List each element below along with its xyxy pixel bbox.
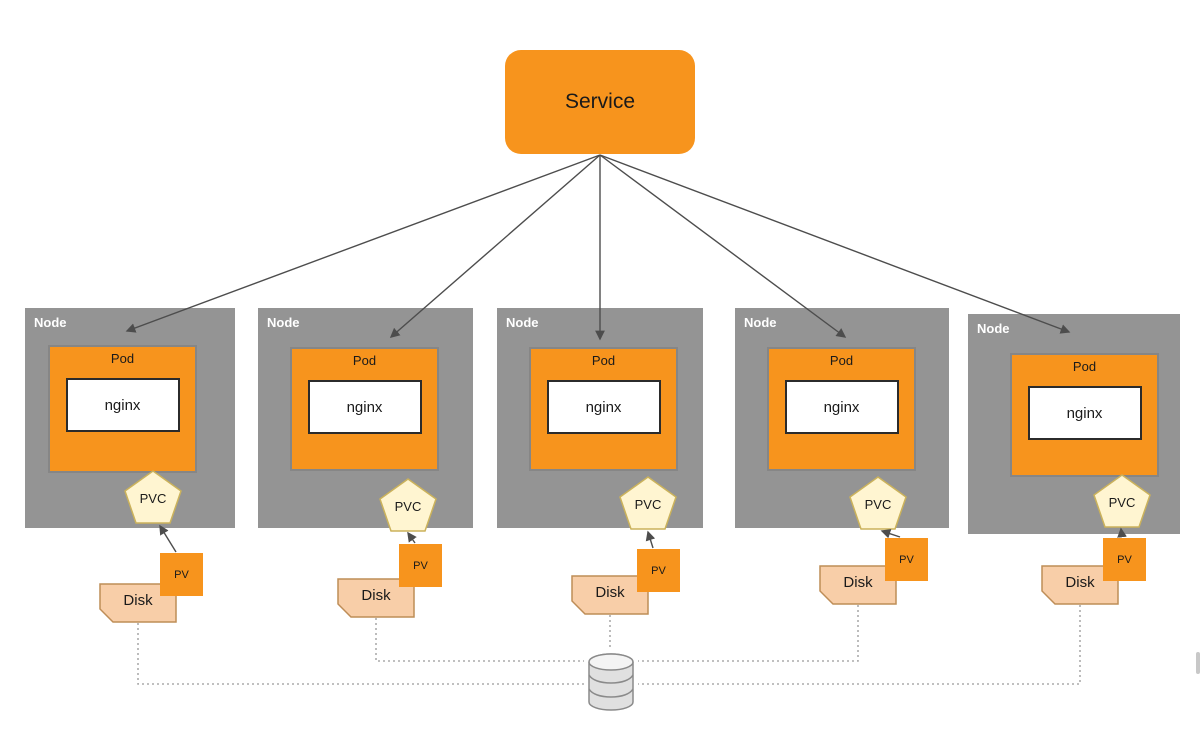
pod-box-1: Pod nginx <box>48 345 197 473</box>
disk-shape-3: Disk <box>571 575 649 615</box>
pentagon-icon <box>124 470 182 524</box>
pod-label-5: Pod <box>1072 359 1097 374</box>
node-label-5: Node <box>977 321 1010 336</box>
pentagon-icon <box>619 476 677 530</box>
pod-box-3: Pod nginx <box>529 347 678 471</box>
pod-box-4: Pod nginx <box>767 347 916 471</box>
pod-label-2: Pod <box>352 353 377 368</box>
pvc-shape-4: PVC <box>849 476 907 530</box>
pvc-shape-1: PVC <box>124 470 182 524</box>
disk-shape-1: Disk <box>99 583 177 623</box>
node-label-2: Node <box>267 315 300 330</box>
pv-box-3: PV <box>637 549 680 592</box>
pvc-shape-5: PVC <box>1093 474 1151 528</box>
node-box-3: Node Pod nginx <box>497 308 703 528</box>
pv-box-2: PV <box>399 544 442 587</box>
service-box: Service <box>505 50 695 154</box>
pentagon-icon <box>1093 474 1151 528</box>
pvc-label-2: PVC <box>394 499 422 514</box>
database-cylinder-icon <box>588 653 634 711</box>
disk-label-3: Disk <box>595 584 625 601</box>
disk-label-1: Disk <box>123 592 153 609</box>
node-label-3: Node <box>506 315 539 330</box>
node-box-2: Node Pod nginx <box>258 308 473 528</box>
pvc-label-1: PVC <box>139 491 167 506</box>
pod-box-2: Pod nginx <box>290 347 439 471</box>
nginx-container-2: nginx <box>307 380 422 434</box>
database-icon <box>586 652 636 712</box>
pv-box-4: PV <box>885 538 928 581</box>
nginx-container-1: nginx <box>65 378 180 432</box>
pentagon-icon <box>379 478 437 532</box>
nginx-container-3: nginx <box>546 380 661 434</box>
disk-label-2: Disk <box>361 587 391 604</box>
pv-box-5: PV <box>1103 538 1146 581</box>
disk-label-5: Disk <box>1065 574 1095 591</box>
card-shape-icon <box>819 565 897 605</box>
node-label-4: Node <box>744 315 777 330</box>
pod-box-5: Pod nginx <box>1010 353 1159 477</box>
disk-shape-2: Disk <box>337 578 415 618</box>
pod-label-4: Pod <box>829 353 854 368</box>
disk-shape-4: Disk <box>819 565 897 605</box>
node-label-1: Node <box>34 315 67 330</box>
pvc-label-5: PVC <box>1108 495 1136 510</box>
nginx-container-5: nginx <box>1027 386 1142 440</box>
disk-label-4: Disk <box>843 574 873 591</box>
scrollbar-artifact <box>1196 652 1200 674</box>
service-label: Service <box>564 90 636 113</box>
node-box-4: Node Pod nginx <box>735 308 949 528</box>
pvc-shape-2: PVC <box>379 478 437 532</box>
nginx-container-4: nginx <box>784 380 899 434</box>
card-shape-icon <box>571 575 649 615</box>
disk-shape-5: Disk <box>1041 565 1119 605</box>
pentagon-icon <box>849 476 907 530</box>
pvc-shape-3: PVC <box>619 476 677 530</box>
node-box-1: Node Pod nginx <box>25 308 235 528</box>
pvc-label-4: PVC <box>864 497 892 512</box>
pvc-label-3: PVC <box>634 497 662 512</box>
pod-label-1: Pod <box>110 351 135 366</box>
pod-label-3: Pod <box>591 353 616 368</box>
pv-box-1: PV <box>160 553 203 596</box>
